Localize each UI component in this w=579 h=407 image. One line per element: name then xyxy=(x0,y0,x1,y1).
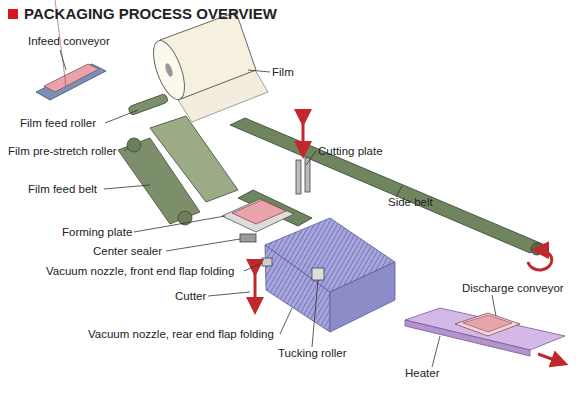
part-label: Film pre-stretch roller xyxy=(8,145,117,158)
forming-plate xyxy=(222,199,294,232)
part-label: Cutting plate xyxy=(318,145,383,158)
part-label: Heater xyxy=(405,367,440,380)
leader-line xyxy=(312,280,318,347)
part-label: Cutter xyxy=(175,290,206,303)
center-sealer xyxy=(240,234,256,242)
product xyxy=(44,64,99,92)
leader-line xyxy=(244,263,262,271)
part-label: Vacuum nozzle, rear end flap folding xyxy=(88,328,274,341)
wrapped-product xyxy=(455,313,520,336)
leader-lines xyxy=(60,50,496,367)
part-label: Vacuum nozzle, front end flap folding xyxy=(46,265,234,278)
leader-line xyxy=(396,186,402,197)
motion-arrow xyxy=(254,268,257,306)
part-label: Film feed belt xyxy=(28,183,97,196)
tucking-roller xyxy=(312,268,324,280)
leader-line xyxy=(60,50,66,70)
pre-stretch-roller xyxy=(127,138,141,152)
part-label: Side belt xyxy=(388,196,433,209)
side-belt xyxy=(230,118,545,253)
film-roll-core xyxy=(164,62,174,77)
part-label: Discharge conveyor xyxy=(462,282,564,295)
tucking-unit xyxy=(265,245,330,332)
leader-line xyxy=(306,151,316,165)
part-label: Tucking roller xyxy=(278,347,347,360)
product xyxy=(232,200,286,224)
film-roll-end xyxy=(147,37,191,103)
leader-line xyxy=(104,185,150,189)
cutting-plate xyxy=(296,160,301,194)
leader-line xyxy=(248,70,270,72)
part-label: Infeed conveyor xyxy=(28,35,110,48)
diagram-title: PACKAGING PROCESS OVERVIEW xyxy=(24,5,277,23)
product xyxy=(463,315,512,332)
leader-line xyxy=(134,216,225,232)
title-bullet xyxy=(8,9,18,19)
leader-line xyxy=(166,239,240,251)
film-feed-belt xyxy=(118,138,200,224)
leader-line xyxy=(492,295,496,316)
leader-line xyxy=(124,148,128,151)
direction-arrow xyxy=(538,354,560,362)
infeed-conveyor xyxy=(36,64,106,100)
leader-line xyxy=(105,110,138,123)
leader-line xyxy=(208,292,250,296)
tucking-unit xyxy=(330,262,395,332)
film-feed-roller xyxy=(128,93,169,115)
vacuum-nozzle xyxy=(262,258,272,266)
rotation-arrow xyxy=(528,250,552,270)
part-label: Center sealer xyxy=(93,245,162,258)
part-label: Film xyxy=(272,66,294,79)
leader-line xyxy=(432,336,440,367)
leader-line xyxy=(280,308,292,334)
part-label: Forming plate xyxy=(62,226,132,239)
part-label: Film feed roller xyxy=(20,117,96,130)
motion-arrow xyxy=(302,118,305,150)
